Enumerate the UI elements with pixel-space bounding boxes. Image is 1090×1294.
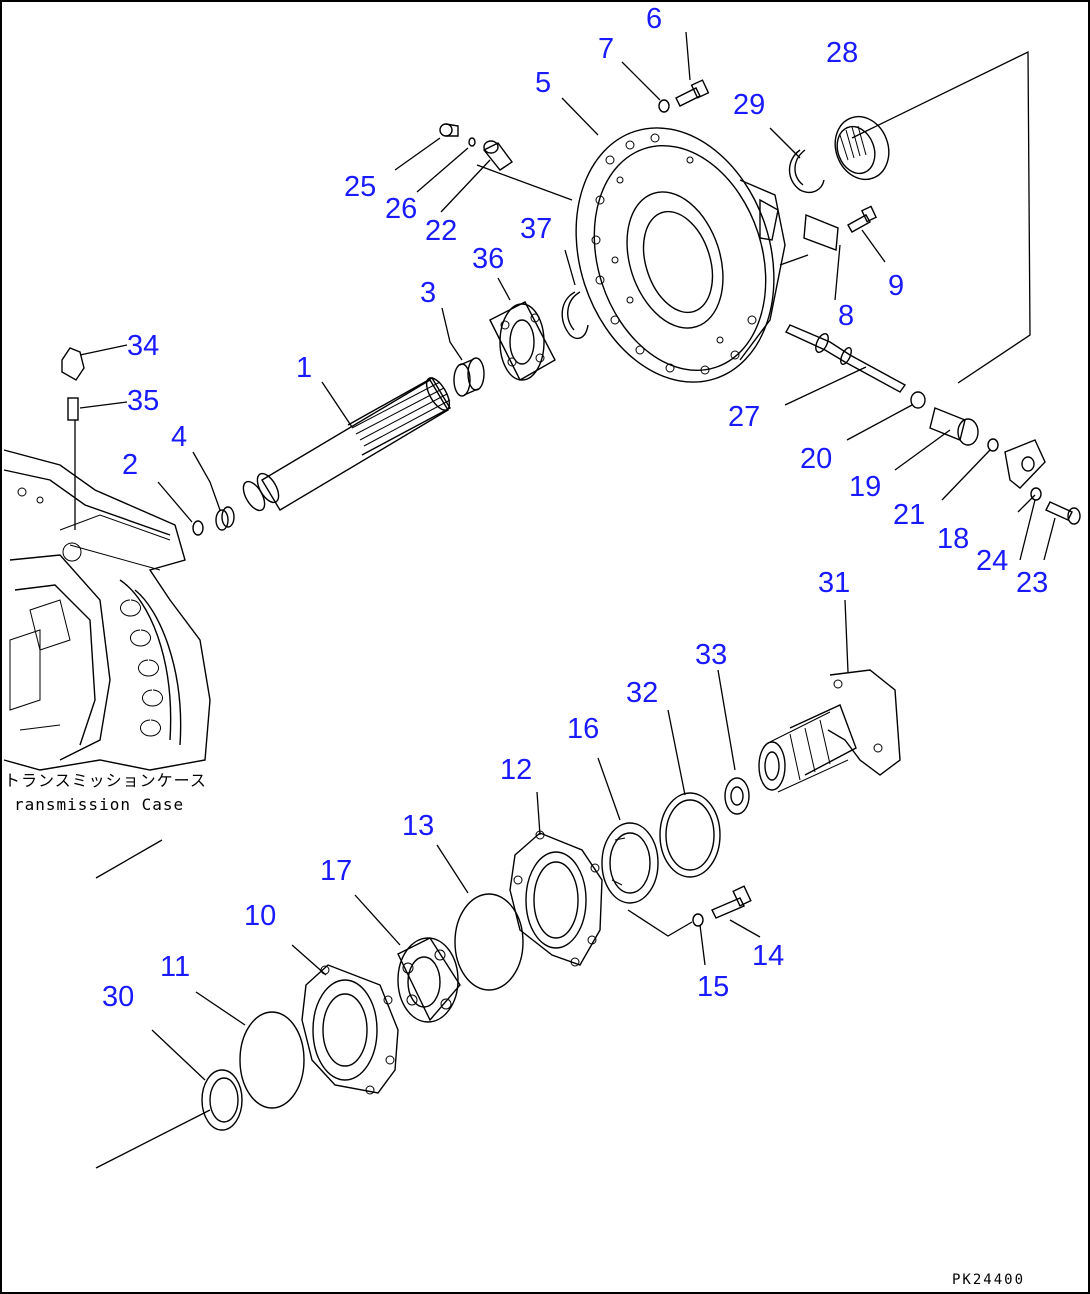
callout-33[interactable]: 33: [695, 639, 727, 671]
callout-numbers: 1 2 3 4 5 6 7 8 9 10 11 12 13 14 15 16 1…: [102, 3, 1048, 1013]
part-bolt-9: [847, 205, 877, 233]
callout-16[interactable]: 16: [567, 713, 599, 745]
part-coupling-31: [758, 669, 901, 793]
part-washer-7: [658, 99, 670, 113]
callout-32[interactable]: 32: [626, 677, 658, 709]
callout-37[interactable]: 37: [520, 213, 552, 245]
part-cover-5: [575, 127, 786, 383]
callout-2[interactable]: 2: [122, 449, 138, 481]
part-pin-35: [67, 397, 79, 421]
leader-lines: [74, 31, 1056, 1169]
part-bearing-17: [397, 937, 461, 1023]
part-cap-34: [61, 347, 85, 381]
caption-english: ransmission Case: [14, 795, 184, 814]
part-bushing-3: [453, 357, 485, 397]
part-oring-20: [910, 391, 926, 409]
part-plate-18: [1004, 439, 1046, 489]
part-cage-10: [301, 964, 399, 1095]
callout-31[interactable]: 31: [818, 567, 850, 599]
callout-7[interactable]: 7: [598, 33, 614, 65]
callout-25[interactable]: 25: [344, 171, 376, 203]
callout-6[interactable]: 6: [646, 3, 662, 35]
drawing-code: PK24400: [952, 1272, 1025, 1288]
part-oring-21: [987, 438, 999, 452]
part-nut-2: [192, 520, 204, 536]
callout-22[interactable]: 22: [425, 215, 457, 247]
callout-34[interactable]: 34: [127, 330, 159, 362]
part-seal-32: [659, 792, 721, 878]
callout-21[interactable]: 21: [893, 499, 925, 531]
part-snap-ring-37: [561, 291, 589, 340]
part-bolt-14: [711, 885, 752, 919]
callout-11[interactable]: 11: [160, 951, 190, 983]
callout-3[interactable]: 3: [420, 277, 436, 309]
callout-27[interactable]: 27: [728, 401, 760, 433]
callout-1[interactable]: 1: [296, 352, 312, 384]
part-bearing-28: [834, 115, 890, 181]
part-snap-ring-29: [788, 149, 825, 194]
callout-26[interactable]: 26: [385, 193, 417, 225]
callout-18[interactable]: 18: [937, 523, 969, 555]
part-oring-26: [468, 137, 476, 147]
callout-20[interactable]: 20: [800, 443, 832, 475]
part-shaft-27: [785, 324, 907, 393]
part-plate-8: [803, 213, 839, 251]
part-nut-33: [724, 777, 750, 815]
callout-30[interactable]: 30: [102, 981, 134, 1013]
part-washer-15: [692, 913, 704, 927]
part-plug-22: [482, 140, 513, 171]
callout-10[interactable]: 10: [244, 900, 276, 932]
callout-4[interactable]: 4: [171, 421, 187, 453]
part-shaft-1: [242, 377, 451, 512]
callout-36[interactable]: 36: [472, 243, 504, 275]
callout-12[interactable]: 12: [500, 754, 532, 786]
callout-35[interactable]: 35: [127, 385, 159, 417]
callout-14[interactable]: 14: [752, 940, 784, 972]
callout-9[interactable]: 9: [888, 270, 904, 302]
part-cage-12: [509, 830, 603, 967]
callout-28[interactable]: 28: [826, 37, 858, 69]
part-bolt-23: [1045, 501, 1081, 525]
callout-19[interactable]: 19: [849, 471, 881, 503]
transmission-case: [3, 449, 211, 879]
callout-24[interactable]: 24: [976, 545, 1008, 577]
part-washer-24: [1030, 487, 1042, 501]
callout-17[interactable]: 17: [320, 855, 352, 887]
callout-8[interactable]: 8: [838, 300, 854, 332]
part-bearing-36: [489, 301, 556, 381]
callout-15[interactable]: 15: [697, 971, 729, 1003]
callout-23[interactable]: 23: [1016, 567, 1048, 599]
part-oring-11: [239, 1011, 305, 1109]
callout-13[interactable]: 13: [402, 810, 434, 842]
part-bolt-25: [439, 123, 459, 137]
caption-japanese: トランスミッションケース: [4, 771, 207, 790]
callout-5[interactable]: 5: [535, 67, 551, 99]
part-oring-13: [454, 893, 524, 991]
part-bolt-6: [675, 79, 710, 107]
part-seal-30: [201, 1069, 243, 1131]
part-ring-4: [215, 506, 235, 531]
part-pin-19: [929, 407, 979, 446]
callout-29[interactable]: 29: [733, 89, 765, 121]
part-seal-16: [601, 822, 659, 904]
